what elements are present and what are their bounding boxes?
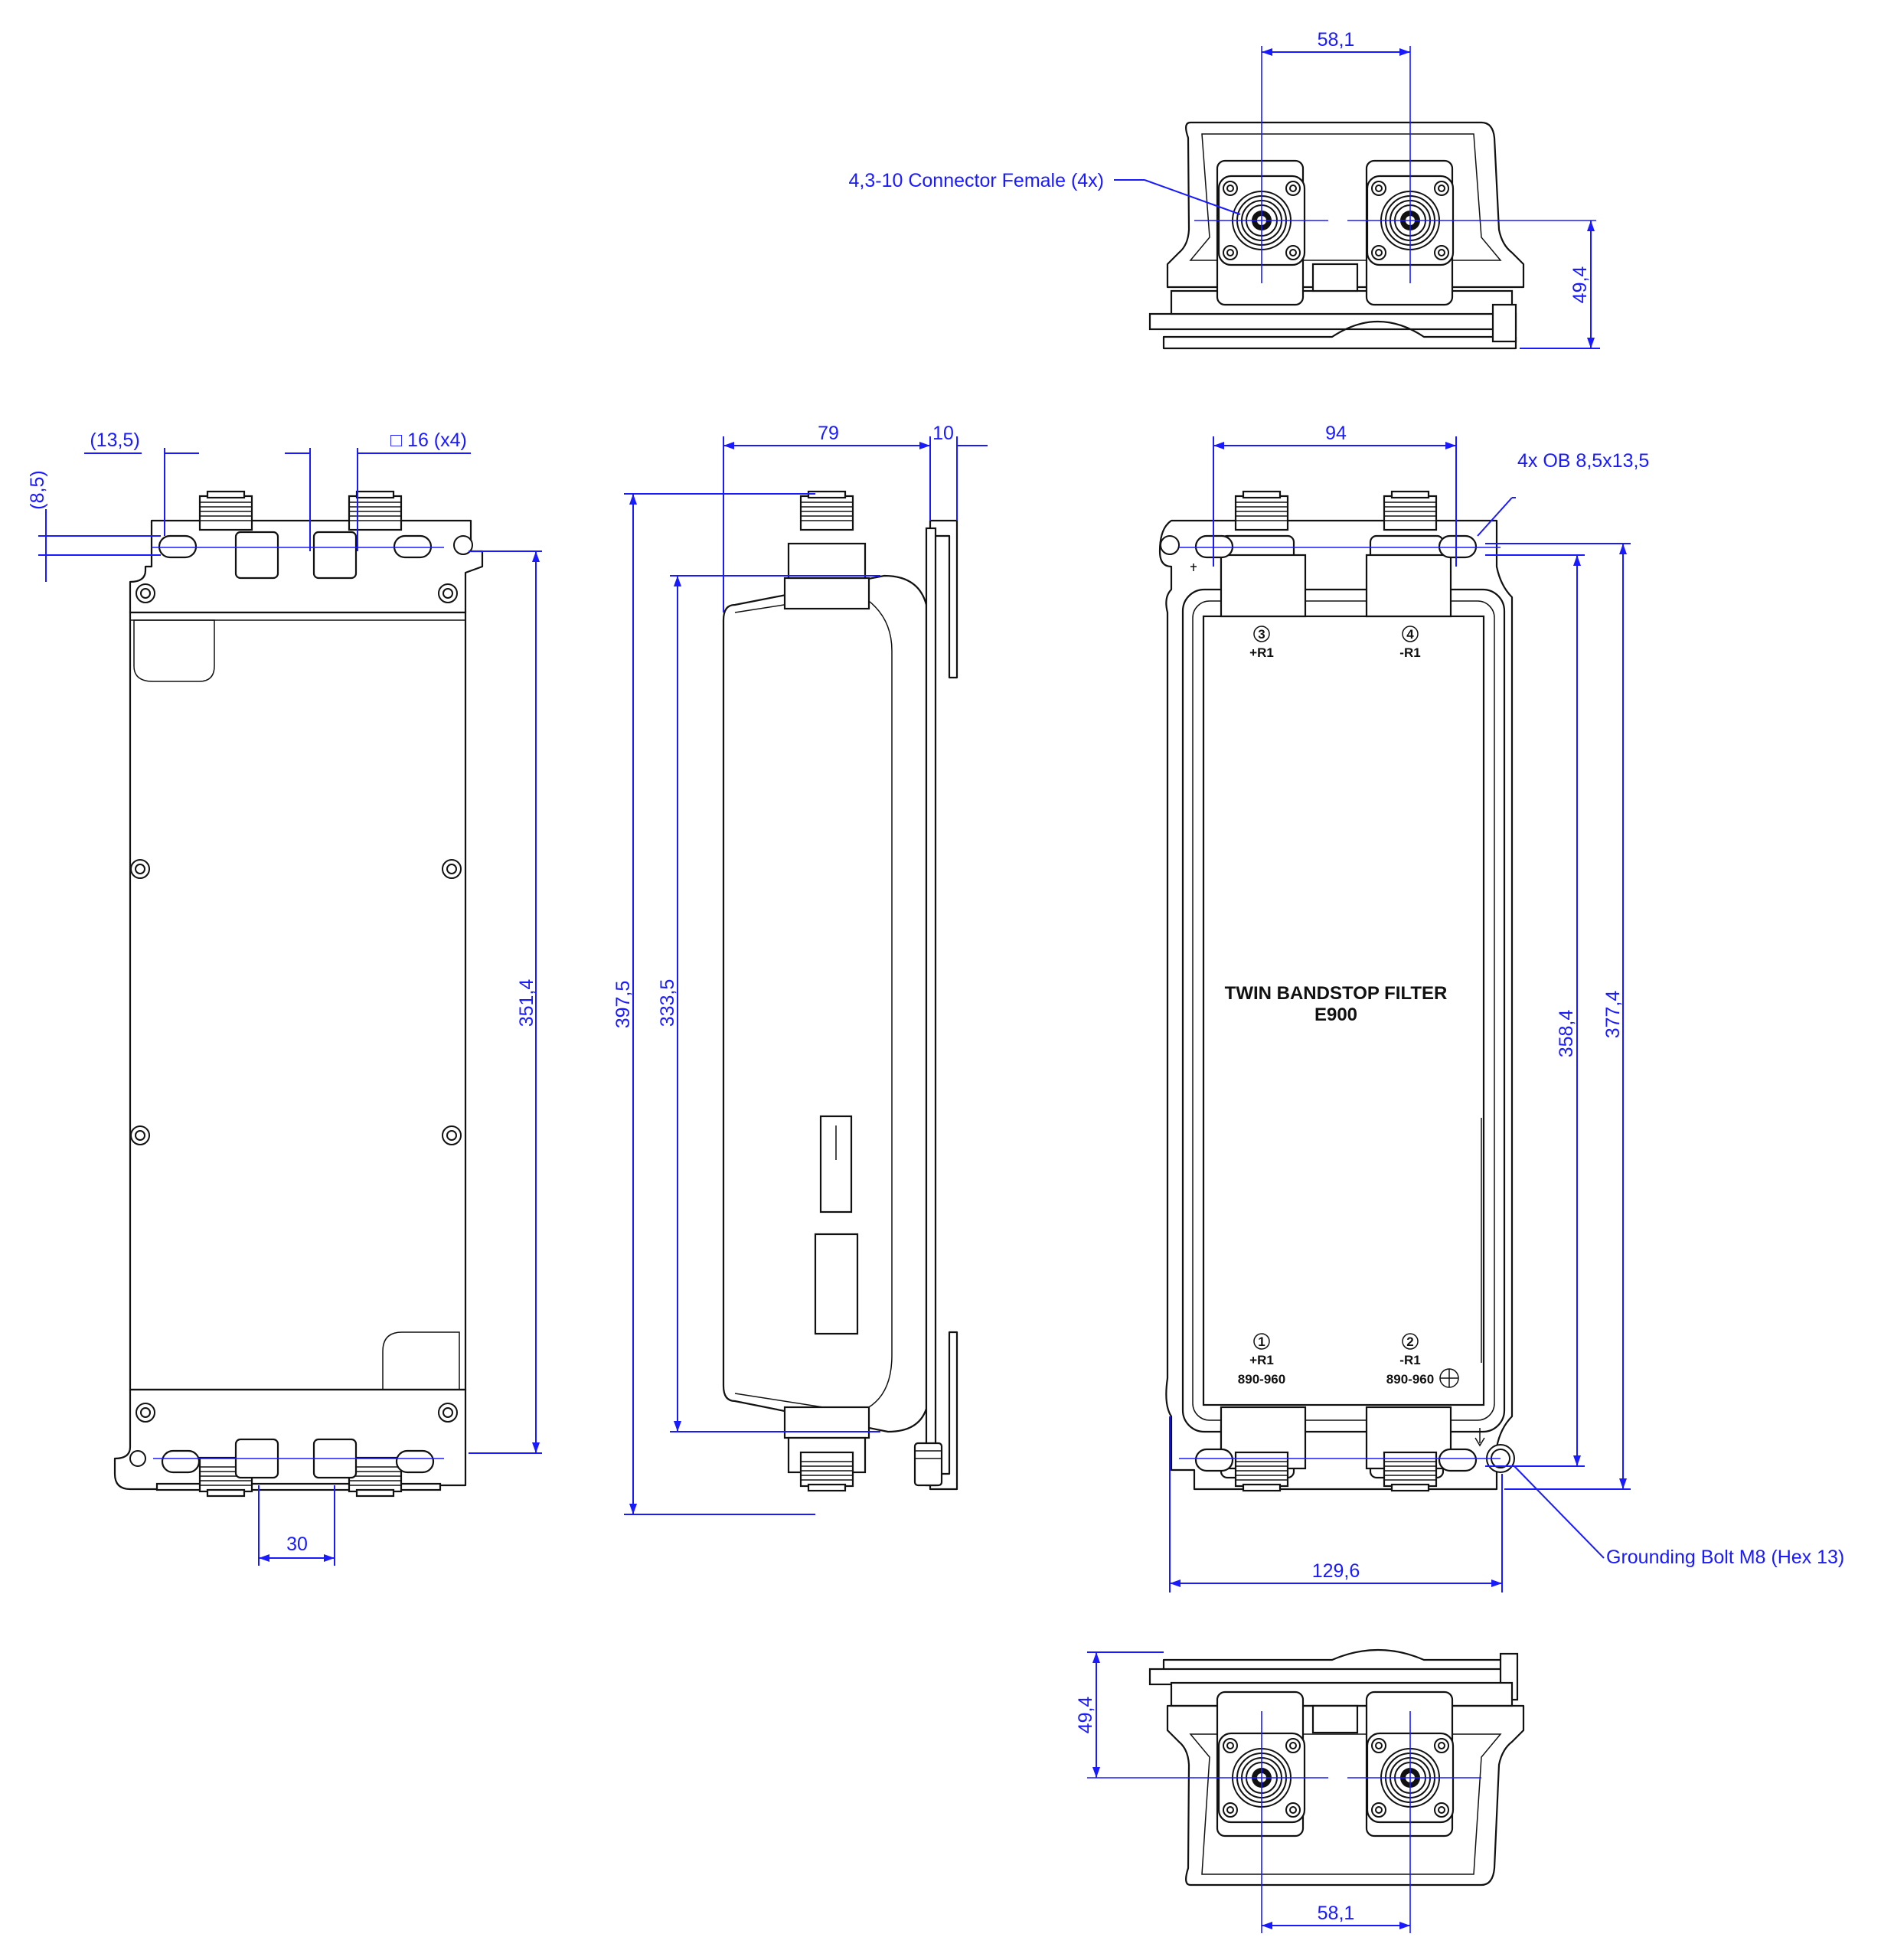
front-view: TWIN BANDSTOP FILTER E900 3 +R1 4 -R1 1 … [1158, 423, 1844, 1592]
front-outer-dimension: 377,4 [1602, 991, 1624, 1039]
connector-icon [348, 1456, 403, 1498]
filter-model: E900 [1314, 1004, 1357, 1025]
square-flange-dimension: □ 16 (x4) [390, 430, 467, 451]
connector-icon [1383, 490, 1438, 531]
svg-text:1: 1 [1258, 1334, 1265, 1349]
port-2: 2 -R1 890-960 [1386, 1333, 1434, 1387]
svg-text:-R1: -R1 [1399, 645, 1420, 660]
grounding-callout: Grounding Bolt M8 (Hex 13) [1606, 1547, 1844, 1568]
left-offset-dimension: (13,5) [90, 430, 139, 451]
connector-icon [1234, 490, 1289, 531]
side-view: 79 10 397,5 333,5 [612, 423, 988, 1515]
bottom-end-view: 58,1 49,4 [1075, 1648, 1525, 1933]
top-width-dimension: 58,1 [1318, 29, 1355, 51]
front-width-dimension: 129,6 [1312, 1560, 1360, 1582]
connector-icon [799, 490, 854, 531]
svg-text:2: 2 [1406, 1334, 1413, 1349]
side-depth-dimension: 79 [818, 423, 839, 444]
connector-icon [799, 1451, 854, 1492]
svg-text:3: 3 [1258, 627, 1265, 642]
top-height-dimension: 49,4 [1569, 266, 1591, 304]
rear-view: (13,5) □ 16 (x4) (8,5) 351,4 30 [27, 430, 542, 1566]
connector-spacing-dimension: 30 [286, 1534, 308, 1555]
svg-text:4: 4 [1406, 627, 1414, 642]
port-3: 3 +R1 [1249, 626, 1274, 660]
left-vertical-offset-dimension: (8,5) [27, 470, 48, 509]
side-bracket-dimension: 10 [932, 423, 954, 444]
connector-icon [198, 490, 253, 531]
bottom-width-dimension: 58,1 [1318, 1903, 1355, 1924]
side-body-dimension: 333,5 [657, 979, 678, 1027]
svg-text:890-960: 890-960 [1386, 1372, 1434, 1387]
svg-text:-R1: -R1 [1399, 1353, 1420, 1367]
svg-text:890-960: 890-960 [1238, 1372, 1285, 1387]
mounting-holes-callout: 4x OB 8,5x13,5 [1517, 450, 1649, 472]
filter-name: TWIN BANDSTOP FILTER [1225, 983, 1448, 1004]
front-spacing-dimension: 94 [1325, 423, 1347, 444]
bottom-height-dimension: 49,4 [1075, 1697, 1096, 1734]
connector-callout: 4,3-10 Connector Female (4x) [849, 170, 1104, 191]
front-inner-dimension: 358,4 [1556, 1010, 1577, 1058]
left-length-dimension: 351,4 [516, 979, 537, 1027]
svg-text:+R1: +R1 [1249, 645, 1274, 660]
side-overall-dimension: 397,5 [612, 981, 634, 1029]
top-end-view: 58,1 49,4 4,3-10 Connector Female (4x) [849, 29, 1600, 350]
svg-text:+R1: +R1 [1249, 1353, 1274, 1367]
port-1: 1 +R1 890-960 [1238, 1333, 1285, 1387]
port-4: 4 -R1 [1399, 626, 1421, 660]
